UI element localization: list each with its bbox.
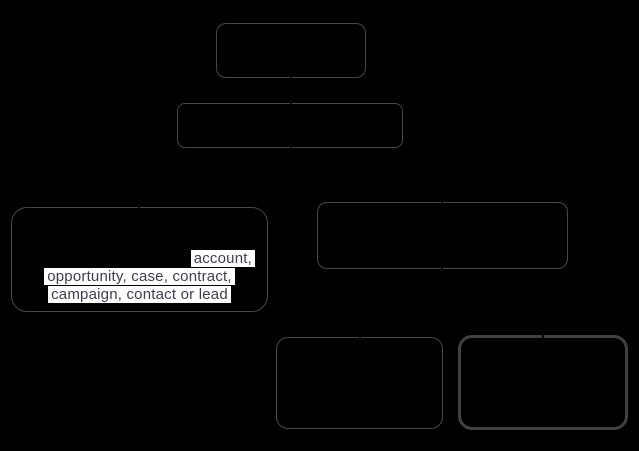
node-objects: account, opportunity, case, contract, ca… xyxy=(11,207,268,312)
node-bottom-right xyxy=(458,335,628,430)
objects-text-block: account, opportunity, case, contract, ca… xyxy=(12,250,267,304)
highlighted-text: opportunity, case, contract, xyxy=(44,268,235,285)
highlighted-text: campaign, contact or lead xyxy=(48,286,231,303)
node-right xyxy=(317,202,568,269)
objects-text-line: account, xyxy=(12,250,267,268)
node-level2 xyxy=(177,103,403,148)
objects-text-line: campaign, contact or lead xyxy=(12,286,267,304)
connector-right-to-bottom-right xyxy=(441,268,544,338)
highlighted-text: account, xyxy=(190,250,255,267)
node-top xyxy=(216,23,366,78)
connector-level2-to-right xyxy=(290,147,443,204)
connector-level2-to-objects xyxy=(138,147,292,209)
node-bottom-left xyxy=(276,337,443,429)
objects-text-line: opportunity, case, contract, xyxy=(12,268,267,286)
connector-right-to-bottom-left xyxy=(359,268,443,339)
